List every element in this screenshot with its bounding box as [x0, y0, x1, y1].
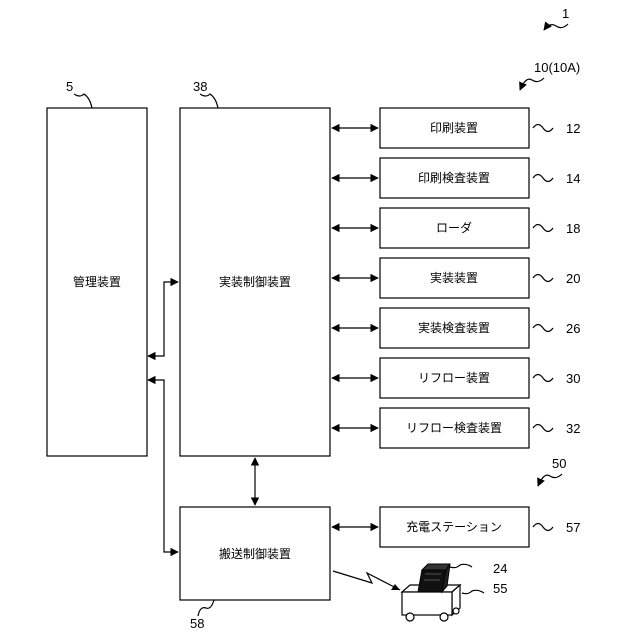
line-ref: 10(10A) [534, 60, 580, 75]
transport-vehicle-icon [402, 564, 460, 621]
charging-station-ref: 57 [566, 520, 580, 535]
device-ref-leader [533, 375, 553, 382]
device-ref: 12 [566, 121, 580, 136]
load-ref: 24 [493, 561, 507, 576]
device-row-2: ローダ 18 [332, 208, 580, 248]
device-ref: 14 [566, 171, 580, 186]
management-ref-leader [74, 94, 92, 108]
device-ref: 26 [566, 321, 580, 336]
vehicle-ref: 55 [493, 581, 507, 596]
device-row-1: 印刷検査装置 14 [332, 158, 580, 198]
mount-control-ref-leader [200, 94, 218, 108]
transport-group-ref: 50 [552, 456, 566, 471]
device-label: リフロー装置 [418, 371, 490, 385]
mount-control-ref: 38 [193, 79, 207, 94]
device-ref-leader [533, 325, 553, 332]
device-label: 印刷検査装置 [418, 171, 490, 185]
system-ref-leader [544, 24, 568, 30]
device-row-0: 印刷装置 12 [332, 108, 580, 148]
transport-control-ref: 58 [190, 616, 204, 631]
management-label: 管理装置 [73, 274, 121, 289]
device-label: リフロー検査装置 [406, 421, 502, 435]
device-label: 実装検査装置 [418, 320, 490, 335]
transport-control-label: 搬送制御装置 [219, 546, 291, 561]
transport-group-leader [538, 474, 562, 486]
mount-control-label: 実装制御装置 [219, 274, 291, 289]
device-ref-leader [533, 125, 553, 132]
wireless-signal-icon [333, 571, 400, 590]
transport-control-ref-leader [198, 600, 214, 616]
device-label: ローダ [436, 220, 472, 235]
device-ref-leader [533, 425, 553, 432]
device-ref-leader [533, 175, 553, 182]
load-ref-leader [450, 564, 472, 567]
device-row-5: リフロー装置 30 [332, 358, 580, 398]
device-ref-leader [533, 225, 553, 232]
management-ref: 5 [66, 79, 73, 94]
vehicle-ref-leader [462, 590, 484, 593]
device-label: 印刷装置 [430, 121, 478, 135]
device-ref: 30 [566, 371, 580, 386]
device-label: 実装装置 [430, 270, 478, 285]
charging-station-label: 充電ステーション [406, 519, 502, 534]
device-ref: 20 [566, 271, 580, 286]
management-transport-link [148, 380, 178, 552]
management-mount-link [148, 282, 178, 356]
device-ref: 32 [566, 421, 580, 436]
device-row-3: 実装装置 20 [332, 258, 580, 298]
device-ref: 18 [566, 221, 580, 236]
device-ref-leader [533, 275, 553, 282]
system-ref: 1 [562, 6, 569, 21]
device-row-4: 実装検査装置 26 [332, 308, 580, 348]
device-row-6: リフロー検査装置 32 [332, 408, 580, 448]
wireless-signal-arrowhead [391, 584, 400, 590]
charging-station-ref-leader [533, 524, 553, 531]
line-ref-leader [520, 78, 544, 90]
